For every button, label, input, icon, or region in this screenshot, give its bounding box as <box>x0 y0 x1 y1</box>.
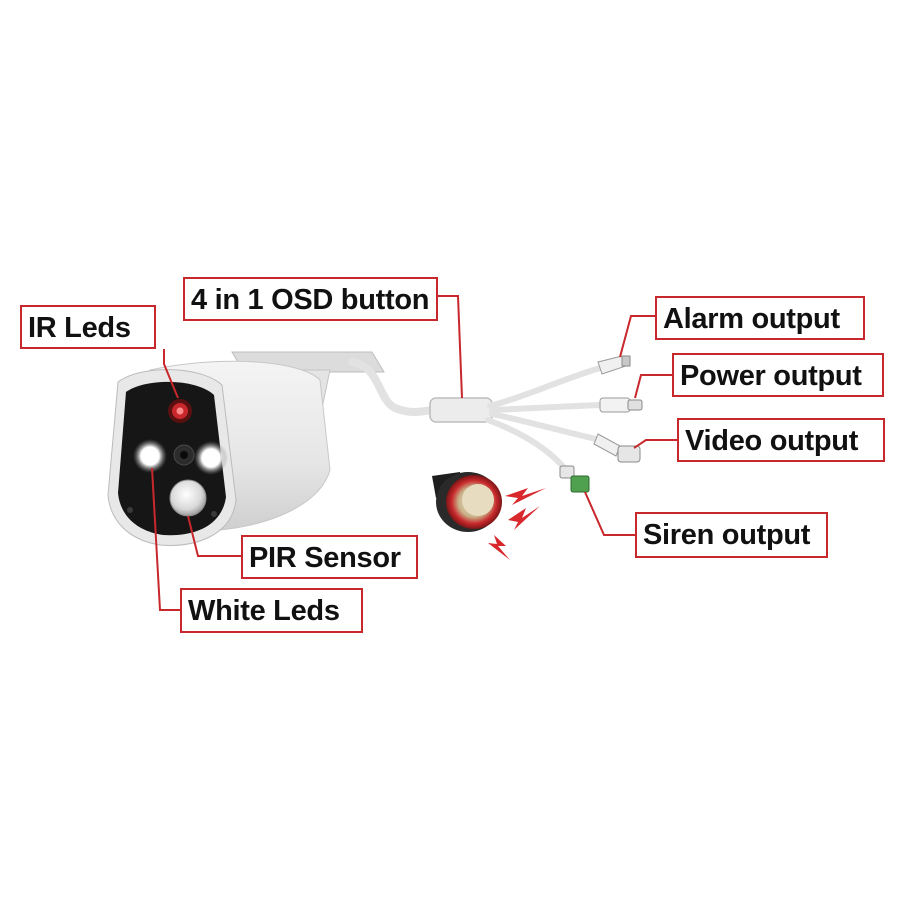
connector-power <box>599 397 643 413</box>
label-video-output: Video output <box>677 418 885 462</box>
pir-sensor <box>127 479 217 517</box>
connector-alarm <box>597 355 631 375</box>
white-leds <box>133 439 228 475</box>
label-power-output: Power output <box>672 353 884 397</box>
connector-siren <box>559 465 590 493</box>
siren-sound-icon <box>488 488 546 560</box>
cable-harness <box>348 358 605 473</box>
label-white-leds: White Leds <box>180 588 363 633</box>
siren-device <box>432 472 502 532</box>
label-ir-leds: IR Leds <box>20 305 156 349</box>
label-siren-output: Siren output <box>635 512 828 558</box>
label-pir-sensor: PIR Sensor <box>241 535 418 579</box>
label-alarm-output: Alarm output <box>655 296 865 340</box>
connector-video <box>593 433 641 463</box>
label-osd-button: 4 in 1 OSD button <box>183 277 438 321</box>
camera-lens <box>173 444 195 466</box>
ir-led <box>168 399 192 423</box>
leader-lines <box>151 295 677 611</box>
